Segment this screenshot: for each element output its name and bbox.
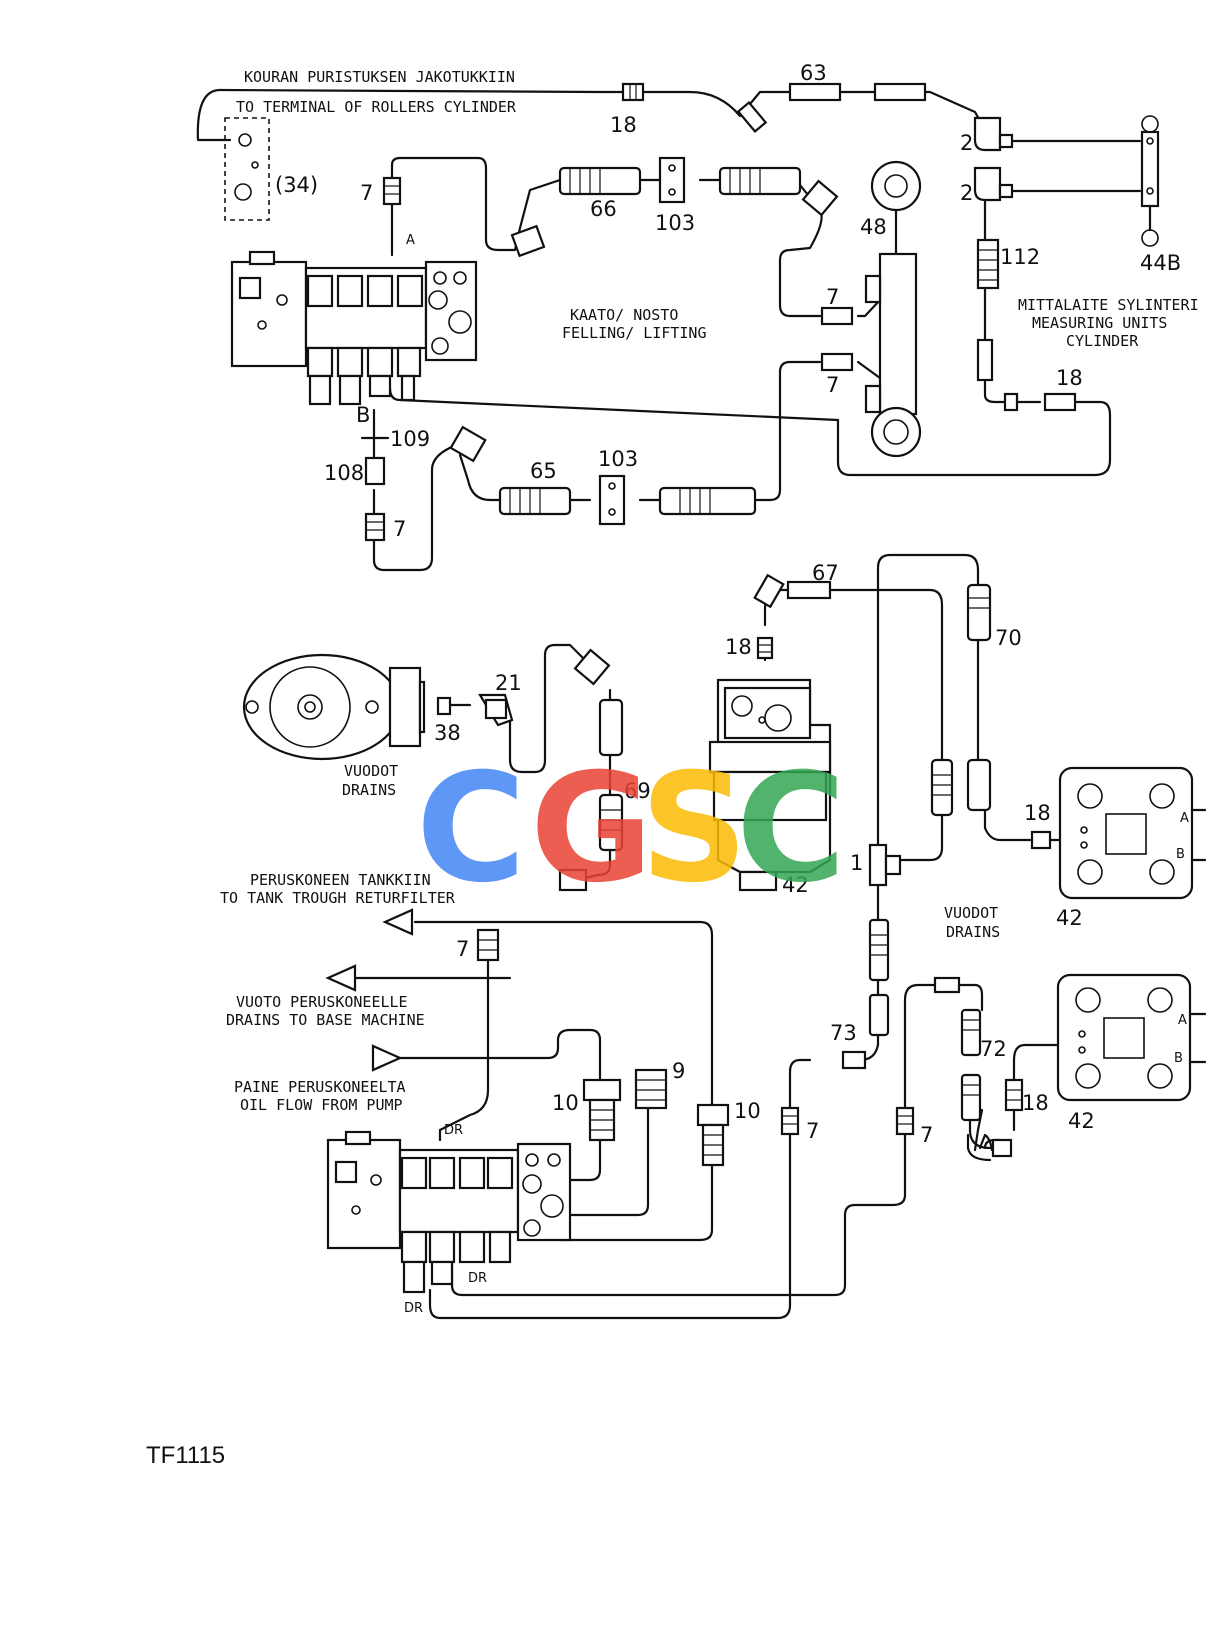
label-cylinder: CYLINDER: [1066, 332, 1139, 350]
watermark-letter-2: G: [530, 742, 653, 916]
tee-1: [841, 843, 902, 1070]
hose-72: [933, 976, 1024, 1158]
text-labels: KOURAN PURISTUKSEN JAKOTUKKIIN TO TERMIN…: [220, 68, 1199, 1114]
watermark-letter-1: C: [416, 742, 526, 916]
motor-42-center: [708, 573, 832, 892]
port-A-top: A: [406, 233, 415, 248]
label-vuodot-2: VUODOT: [944, 904, 998, 922]
component-34: [224, 117, 270, 221]
num-18b: 18: [1056, 366, 1083, 390]
num-34: (34): [275, 173, 318, 197]
num-112: 112: [1000, 245, 1040, 269]
watermark-letter-3: S: [640, 742, 748, 916]
num-72: 72: [980, 1037, 1007, 1061]
top-hose-lines: [196, 88, 1142, 572]
num-7g: 7: [920, 1123, 933, 1147]
num-65: 65: [530, 459, 557, 483]
num-48: 48: [860, 215, 887, 239]
num-18a: 18: [610, 113, 637, 137]
num-69: 69: [624, 779, 651, 803]
figure-code: TF1115: [146, 1442, 225, 1469]
label-kaato: KAATO/ NOSTO: [570, 306, 678, 324]
label-vuodot-1: VUODOT: [344, 762, 398, 780]
num-9: 9: [672, 1059, 685, 1083]
port-B-top: B: [356, 403, 370, 427]
cylinder-44B: [1140, 115, 1160, 247]
num-18d: 18: [1024, 801, 1051, 825]
label-paine: PAINE PERUSKONEELTA: [234, 1078, 406, 1096]
num-18e: 18: [1022, 1091, 1049, 1115]
num-42a: 42: [782, 873, 809, 897]
hose-69: [476, 648, 624, 962]
label-terminal: TO TERMINAL OF ROLLERS CYLINDER: [236, 98, 517, 116]
label-peruskoneen: PERUSKONEEN TANKKIIN: [250, 871, 431, 889]
cylinder-48: [864, 160, 922, 458]
num-103b: 103: [598, 447, 638, 471]
num-7d: 7: [393, 517, 406, 541]
num-7e: 7: [456, 937, 469, 961]
num-42b: 42: [1056, 906, 1083, 930]
num-108: 108: [324, 461, 364, 485]
num-7a: 7: [360, 181, 373, 205]
label-drains-2: DRAINS: [946, 923, 1000, 941]
num-73: 73: [830, 1021, 857, 1045]
num-63: 63: [800, 61, 827, 85]
bottom-valve-block: [326, 1130, 572, 1294]
lower-fittings: [582, 1068, 915, 1167]
label-drains-1: DRAINS: [342, 781, 396, 799]
num-44B: 44B: [1140, 251, 1181, 275]
lower-hose-lines: [353, 553, 1062, 1320]
num-2b: 2: [960, 181, 973, 205]
motor-38: [242, 653, 514, 761]
num-21: 21: [495, 671, 522, 695]
label-totank: TO TANK TROUGH RETURFILTER: [220, 889, 456, 907]
num-18c: 18: [725, 635, 752, 659]
num-2a: 2: [960, 131, 973, 155]
port-A-upper: A: [1180, 811, 1189, 826]
label-vuoto: VUOTO PERUSKONEELLE: [236, 993, 408, 1011]
label-dr-2: DR: [468, 1271, 487, 1286]
top-fittings: [360, 82, 1077, 542]
label-dr-3: DR: [404, 1301, 423, 1316]
watermark: C G S C: [416, 742, 846, 916]
label-kouran: KOURAN PURISTUKSEN JAKOTUKKIIN: [244, 68, 515, 86]
num-7f: 7: [806, 1119, 819, 1143]
label-drainsbase: DRAINS TO BASE MACHINE: [226, 1011, 425, 1029]
num-42c: 42: [1068, 1109, 1095, 1133]
num-70: 70: [995, 626, 1022, 650]
hose-70: [930, 583, 1052, 850]
watermark-letter-4: C: [736, 742, 846, 916]
part-numbers: 18 63 2 2 44B (34) 7 A 66 103 48 7 112 7…: [275, 61, 1189, 1316]
num-10a: 10: [552, 1091, 579, 1115]
flow-arrows: [325, 908, 414, 1072]
num-109: 109: [390, 427, 430, 451]
port-A-lower: A: [1178, 1013, 1187, 1028]
motor-42-right-upper: [1058, 766, 1207, 900]
label-measuring: MEASURING UNITS: [1032, 314, 1167, 332]
port-B-lower: B: [1174, 1051, 1183, 1066]
label-felling: FELLING/ LIFTING: [562, 324, 707, 342]
num-103a: 103: [655, 211, 695, 235]
label-mittalaite: MITTALAITE SYLINTERI: [1018, 296, 1199, 314]
port-B-upper: B: [1176, 847, 1185, 862]
num-67: 67: [812, 561, 839, 585]
num-7b: 7: [826, 285, 839, 309]
num-7c: 7: [826, 373, 839, 397]
num-38: 38: [434, 721, 461, 745]
num-66: 66: [590, 197, 617, 221]
num-10b: 10: [734, 1099, 761, 1123]
top-valve-block: [230, 250, 478, 406]
motor-42-right-lower: [1056, 973, 1207, 1102]
label-dr-1: DR: [444, 1123, 463, 1138]
num-1: 1: [850, 851, 863, 875]
label-oilflow: OIL FLOW FROM PUMP: [240, 1096, 403, 1114]
